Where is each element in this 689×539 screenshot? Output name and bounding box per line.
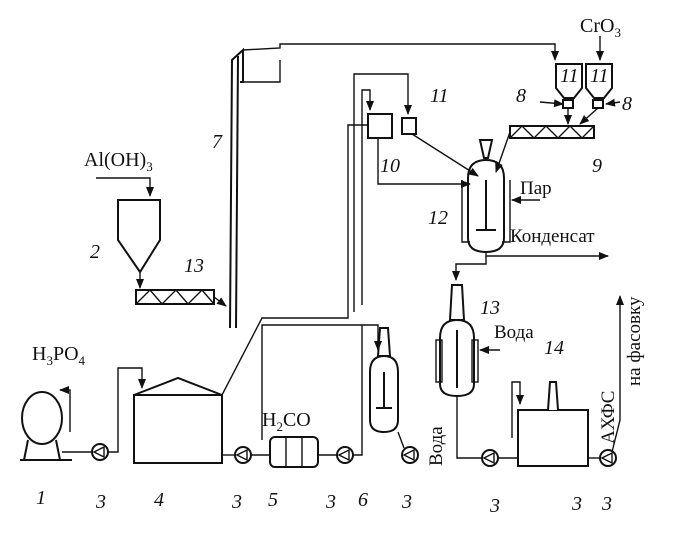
line-10-12 [377, 138, 471, 188]
hoppers-11 [555, 63, 613, 109]
label-cro3: CrO3 [580, 15, 621, 40]
line-recycle [261, 324, 363, 456]
storage-tank-4 [133, 376, 223, 464]
num-3d: 3 [401, 491, 412, 513]
line-13-7 [213, 296, 227, 307]
line-8b [605, 98, 621, 107]
num-9: 9 [592, 155, 602, 177]
line-7-top-b [243, 60, 281, 83]
pump-2 [234, 446, 252, 464]
line-to-6 [362, 324, 382, 351]
line-11-12 [411, 133, 479, 177]
line-3-4 [108, 367, 146, 453]
line-to-11 [353, 73, 412, 312]
hopper-2 [117, 199, 161, 274]
label-aloh3: Al(OH)3 [84, 149, 153, 174]
vessel-6 [369, 327, 399, 434]
line-4-to-10 [221, 124, 368, 396]
screw-conveyor-9 [509, 125, 595, 139]
num-3b: 3 [231, 491, 242, 513]
num-10: 10 [380, 155, 400, 177]
line-to-10 [361, 89, 374, 305]
screw-conveyor-13-lower [135, 288, 215, 306]
num-3f: 3 [571, 493, 582, 515]
num-4: 4 [154, 489, 164, 511]
line-product [611, 295, 624, 453]
line-7-top [242, 43, 559, 61]
label-to-packing: на фасовку [624, 296, 645, 386]
dryer-14 [517, 381, 589, 467]
line-h3po4-in [59, 386, 71, 432]
num-1: 1 [36, 487, 46, 509]
num-3g: 3 [601, 493, 612, 515]
line-13-pump [456, 396, 482, 459]
line-6-pump [397, 431, 405, 449]
line-aloh3 [96, 177, 154, 197]
measuring-tank-10 [367, 113, 393, 139]
label-water-13: Вода [494, 322, 534, 343]
line-12-13 [452, 256, 487, 281]
reactor-13 [435, 284, 479, 398]
measuring-tank-11 [401, 117, 417, 135]
label-product: АХФС [598, 391, 619, 444]
num-7: 7 [212, 131, 223, 153]
num-13b: 13 [480, 297, 500, 319]
reactor-12 [461, 139, 511, 254]
label-condensate: Конденсат [510, 226, 595, 247]
line-9-12 [495, 131, 511, 173]
label-h3po4: H3PO4 [32, 343, 86, 368]
pump-1 [91, 443, 109, 461]
num-6: 6 [358, 489, 368, 511]
num-11b: 11 [560, 65, 579, 87]
num-2: 2 [90, 241, 100, 263]
pump-3 [336, 446, 354, 464]
num-5: 5 [268, 489, 278, 511]
label-steam: Пар [520, 178, 552, 199]
line-condensate [485, 252, 609, 260]
label-h2co: H2CO [262, 409, 311, 434]
num-3a: 3 [95, 491, 106, 513]
num-11a: 11 [430, 85, 449, 107]
num-12: 12 [428, 207, 448, 229]
line-to-14-top [511, 381, 524, 438]
label-water-vertical: Вода [426, 426, 447, 466]
drum-5 [269, 436, 319, 468]
bucket-elevator-7 [229, 47, 244, 329]
line-11-9b [579, 107, 599, 125]
pump-4 [401, 446, 419, 464]
num-3e: 3 [489, 495, 500, 517]
tank-h3po4 [20, 391, 72, 461]
num-11c: 11 [590, 65, 609, 87]
num-14: 14 [544, 337, 564, 359]
pump-6 [599, 449, 617, 467]
num-8b: 8 [622, 93, 632, 115]
num-13a: 13 [184, 255, 204, 277]
line-8a [539, 99, 564, 108]
num-3c: 3 [325, 491, 336, 513]
num-8a: 8 [516, 85, 526, 107]
pump-5 [481, 449, 499, 467]
